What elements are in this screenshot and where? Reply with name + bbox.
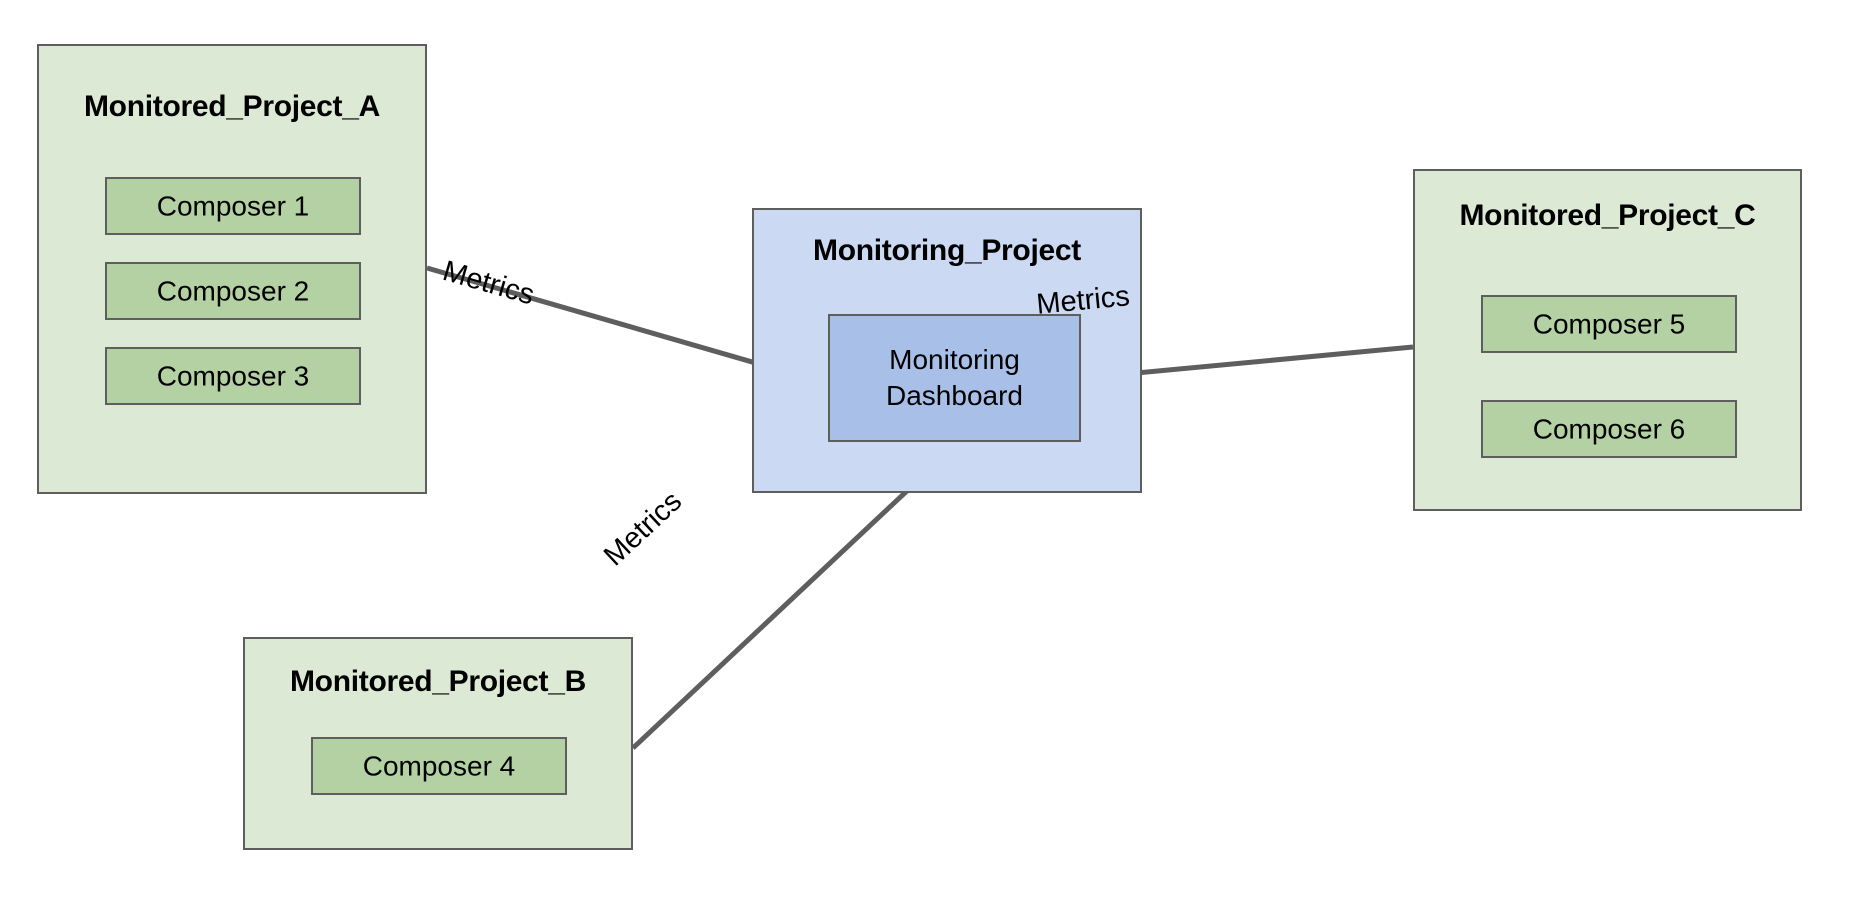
group-monitored-project-b[interactable]: Monitored_Project_B Composer 4 bbox=[243, 637, 633, 850]
group-monitored-project-c[interactable]: Monitored_Project_C Composer 5 Composer … bbox=[1413, 169, 1802, 511]
composer-node-2-label: Composer 2 bbox=[156, 275, 310, 307]
group-monitoring-project[interactable]: Monitoring_Project Monitoring Dashboard bbox=[752, 208, 1142, 493]
composer-node-1[interactable]: Composer 1 bbox=[105, 177, 361, 235]
composer-node-5[interactable]: Composer 5 bbox=[1481, 295, 1737, 353]
group-title-monitoring-project: Monitoring_Project bbox=[813, 234, 1081, 267]
composer-node-2[interactable]: Composer 2 bbox=[105, 262, 361, 320]
group-title-project-c: Monitored_Project_C bbox=[1459, 199, 1756, 232]
composer-node-4-label: Composer 4 bbox=[362, 750, 516, 782]
composer-node-3-label: Composer 3 bbox=[156, 360, 310, 392]
composer-node-4[interactable]: Composer 4 bbox=[311, 737, 567, 795]
group-monitored-project-a[interactable]: Monitored_Project_A Composer 1 Composer … bbox=[37, 44, 427, 494]
monitoring-dashboard-label: Monitoring Dashboard bbox=[830, 342, 1079, 414]
group-title-project-a: Monitored_Project_A bbox=[83, 90, 380, 123]
monitoring-dashboard-node[interactable]: Monitoring Dashboard bbox=[828, 314, 1081, 442]
group-title-project-b: Monitored_Project_B bbox=[289, 665, 586, 698]
edge-label-a-to-dashboard: Metrics bbox=[439, 255, 538, 312]
composer-node-5-label: Composer 5 bbox=[1532, 308, 1686, 340]
edge-label-b-to-dashboard: Metrics bbox=[598, 485, 689, 573]
composer-node-1-label: Composer 1 bbox=[156, 190, 310, 222]
monitoring-dashboard-label-line1: Monitoring bbox=[889, 344, 1020, 375]
composer-node-6[interactable]: Composer 6 bbox=[1481, 400, 1737, 458]
monitoring-dashboard-label-line2: Dashboard bbox=[886, 380, 1023, 411]
composer-node-6-label: Composer 6 bbox=[1532, 413, 1686, 445]
composer-node-3[interactable]: Composer 3 bbox=[105, 347, 361, 405]
